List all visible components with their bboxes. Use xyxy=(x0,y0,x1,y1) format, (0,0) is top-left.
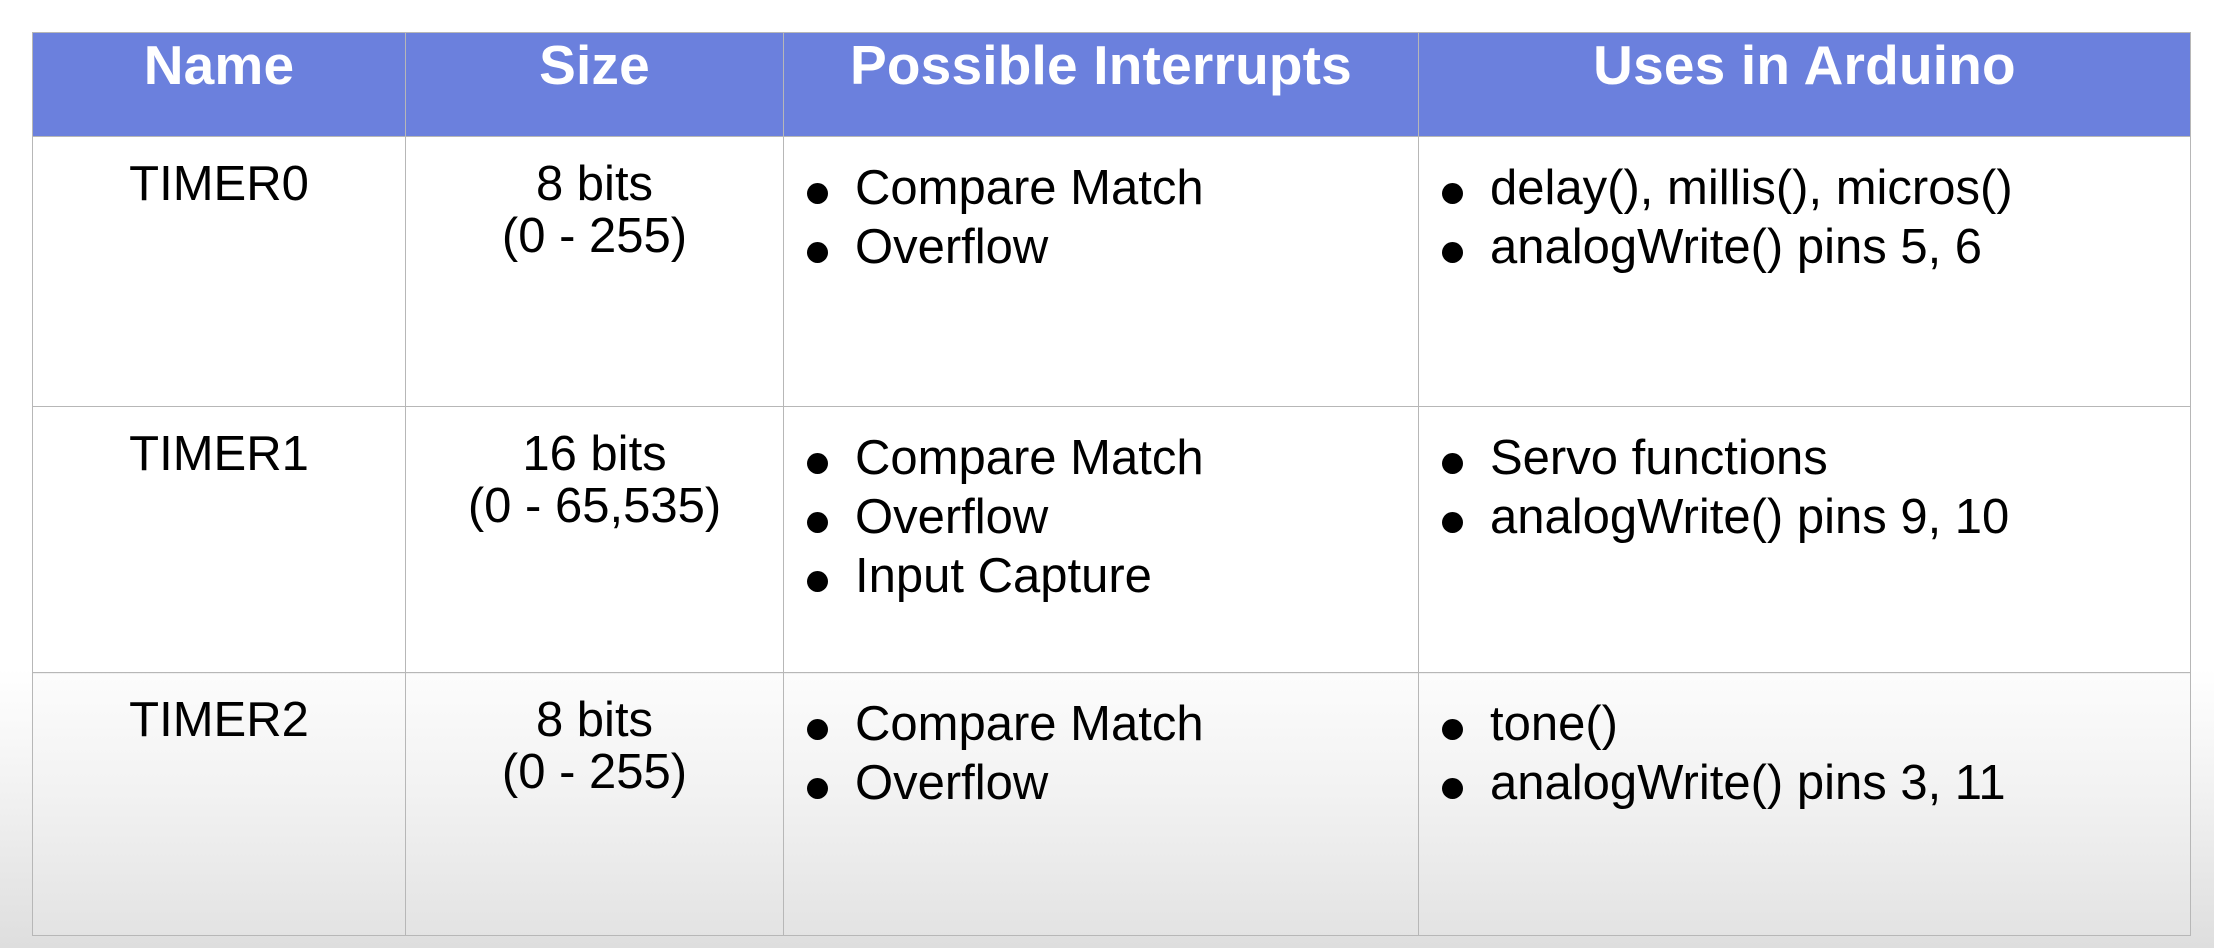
bullet-icon xyxy=(807,777,828,799)
bullet-icon xyxy=(807,570,828,592)
cell-possible-interrupts: Compare Match Overflow Input Capture xyxy=(783,406,1419,673)
bullet-icon xyxy=(1442,453,1463,474)
list-item-label: analogWrite() pins 5, 6 xyxy=(1490,219,1983,274)
list-item: Compare Match xyxy=(807,161,1408,215)
cell-size: 16 bits (0 - 65,535) xyxy=(405,406,784,673)
timer-comparison-table: Name Size Possible Interrupts Uses in Ar… xyxy=(32,32,2191,936)
table-header: Name Size Possible Interrupts Uses in Ar… xyxy=(32,32,2191,137)
bullet-icon xyxy=(807,183,828,204)
list-item: Compare Match xyxy=(807,697,1408,751)
list-item: Overflow xyxy=(807,219,1408,274)
list-item: analogWrite() pins 5, 6 xyxy=(1442,219,2180,274)
timer-name-value: TIMER2 xyxy=(129,693,309,747)
timer-size-value: 8 bits (0 - 255) xyxy=(501,693,688,799)
timer-name-value: TIMER0 xyxy=(129,157,309,211)
list-item: Servo functions xyxy=(1442,431,2180,485)
list-item: analogWrite() pins 3, 11 xyxy=(1442,755,2180,810)
column-header-uses-in-arduino: Uses in Arduino xyxy=(1418,32,2191,137)
table-header-row: Name Size Possible Interrupts Uses in Ar… xyxy=(32,32,2191,137)
cell-size: 8 bits (0 - 255) xyxy=(405,672,784,936)
list-item-label: Input Capture xyxy=(855,548,1152,603)
table-row: TIMER1 16 bits (0 - 65,535) Compare Matc… xyxy=(32,406,2191,673)
bullet-icon xyxy=(807,719,828,740)
bullet-icon xyxy=(807,241,828,263)
list-item: Overflow xyxy=(807,489,1408,544)
table-row: TIMER2 8 bits (0 - 255) Compare Match xyxy=(32,672,2191,936)
list-item-label: Overflow xyxy=(855,219,1049,274)
bullet-icon xyxy=(1442,183,1463,204)
list-item-label: tone() xyxy=(1490,697,1619,751)
column-header-size: Size xyxy=(405,32,784,137)
list-item: Compare Match xyxy=(807,431,1408,485)
timer-size-value: 8 bits (0 - 255) xyxy=(501,157,688,263)
list-item: delay(), millis(), micros() xyxy=(1442,161,2180,215)
cell-uses-in-arduino: tone() analogWrite() pins 3, 11 xyxy=(1418,672,2191,936)
table-row: TIMER0 8 bits (0 - 255) Compare Match xyxy=(32,136,2191,407)
cell-name: TIMER2 xyxy=(32,672,406,936)
list-item-label: Compare Match xyxy=(855,697,1204,751)
cell-size: 8 bits (0 - 255) xyxy=(405,136,784,407)
list-item-label: delay(), millis(), micros() xyxy=(1490,161,2013,215)
list-item: analogWrite() pins 9, 10 xyxy=(1442,489,2180,544)
table-body: TIMER0 8 bits (0 - 255) Compare Match xyxy=(32,136,2191,936)
timer-size-value: 16 bits (0 - 65,535) xyxy=(467,427,722,533)
list-item: tone() xyxy=(1442,697,2180,751)
timer-comparison-table-wrapper: Name Size Possible Interrupts Uses in Ar… xyxy=(32,32,2191,936)
list-item: Input Capture xyxy=(807,548,1408,603)
column-header-name: Name xyxy=(32,32,406,137)
list-item-label: Overflow xyxy=(855,755,1049,810)
bullet-icon xyxy=(1442,511,1463,533)
cell-possible-interrupts: Compare Match Overflow xyxy=(783,672,1419,936)
list-item-label: Compare Match xyxy=(855,161,1204,215)
timer-name-value: TIMER1 xyxy=(129,427,309,481)
cell-name: TIMER1 xyxy=(32,406,406,673)
column-header-possible-interrupts: Possible Interrupts xyxy=(783,32,1419,137)
cell-name: TIMER0 xyxy=(32,136,406,407)
uses-list: tone() analogWrite() pins 3, 11 xyxy=(1442,697,2180,810)
uses-list: Servo functions analogWrite() pins 9, 10 xyxy=(1442,431,2180,544)
interrupts-list: Compare Match Overflow xyxy=(807,161,1408,274)
bullet-icon xyxy=(1442,719,1463,740)
list-item: Overflow xyxy=(807,755,1408,810)
uses-list: delay(), millis(), micros() analogWrite(… xyxy=(1442,161,2180,274)
list-item-label: Overflow xyxy=(855,489,1049,544)
cell-possible-interrupts: Compare Match Overflow xyxy=(783,136,1419,407)
interrupts-list: Compare Match Overflow xyxy=(807,697,1408,810)
cell-uses-in-arduino: Servo functions analogWrite() pins 9, 10 xyxy=(1418,406,2191,673)
cell-uses-in-arduino: delay(), millis(), micros() analogWrite(… xyxy=(1418,136,2191,407)
bullet-icon xyxy=(807,511,828,533)
list-item-label: analogWrite() pins 3, 11 xyxy=(1490,755,2006,810)
list-item-label: Servo functions xyxy=(1490,431,1828,485)
list-item-label: analogWrite() pins 9, 10 xyxy=(1490,489,2010,544)
bullet-icon xyxy=(1442,777,1463,799)
list-item-label: Compare Match xyxy=(855,431,1204,485)
bullet-icon xyxy=(807,453,828,474)
interrupts-list: Compare Match Overflow Input Capture xyxy=(807,431,1408,603)
bullet-icon xyxy=(1442,241,1463,263)
